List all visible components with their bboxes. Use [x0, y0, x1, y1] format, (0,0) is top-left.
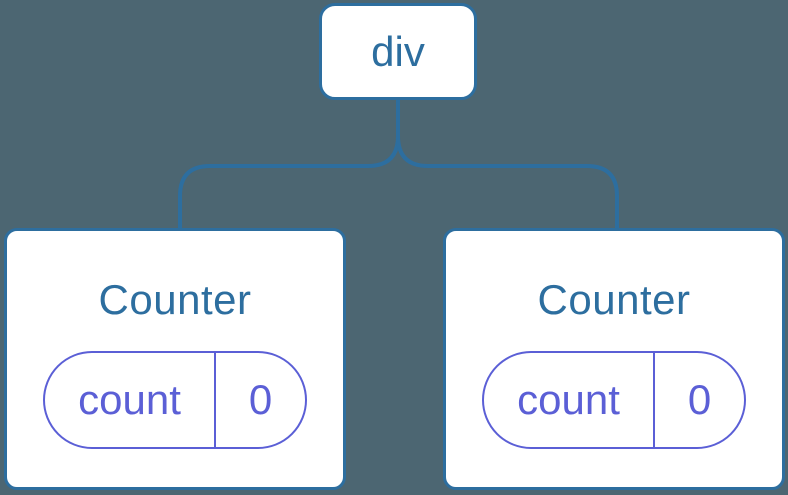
- state-pill-right: count 0: [482, 351, 746, 449]
- connector-root-to-left-child: [178, 100, 400, 228]
- root-node-label: div: [371, 27, 425, 75]
- state-key-label: count: [78, 376, 181, 423]
- counter-node-right: Counter count 0: [443, 228, 785, 490]
- root-node-div: div: [319, 3, 477, 100]
- state-pill-left: count 0: [43, 351, 307, 449]
- connector-root-to-right-child: [396, 100, 619, 228]
- state-value: 0: [214, 353, 305, 447]
- state-value: 0: [653, 353, 744, 447]
- counter-title: Counter: [98, 276, 252, 323]
- counter-title: Counter: [537, 276, 691, 323]
- state-key-label: count: [517, 376, 620, 423]
- counter-node-left: Counter count 0: [4, 228, 346, 490]
